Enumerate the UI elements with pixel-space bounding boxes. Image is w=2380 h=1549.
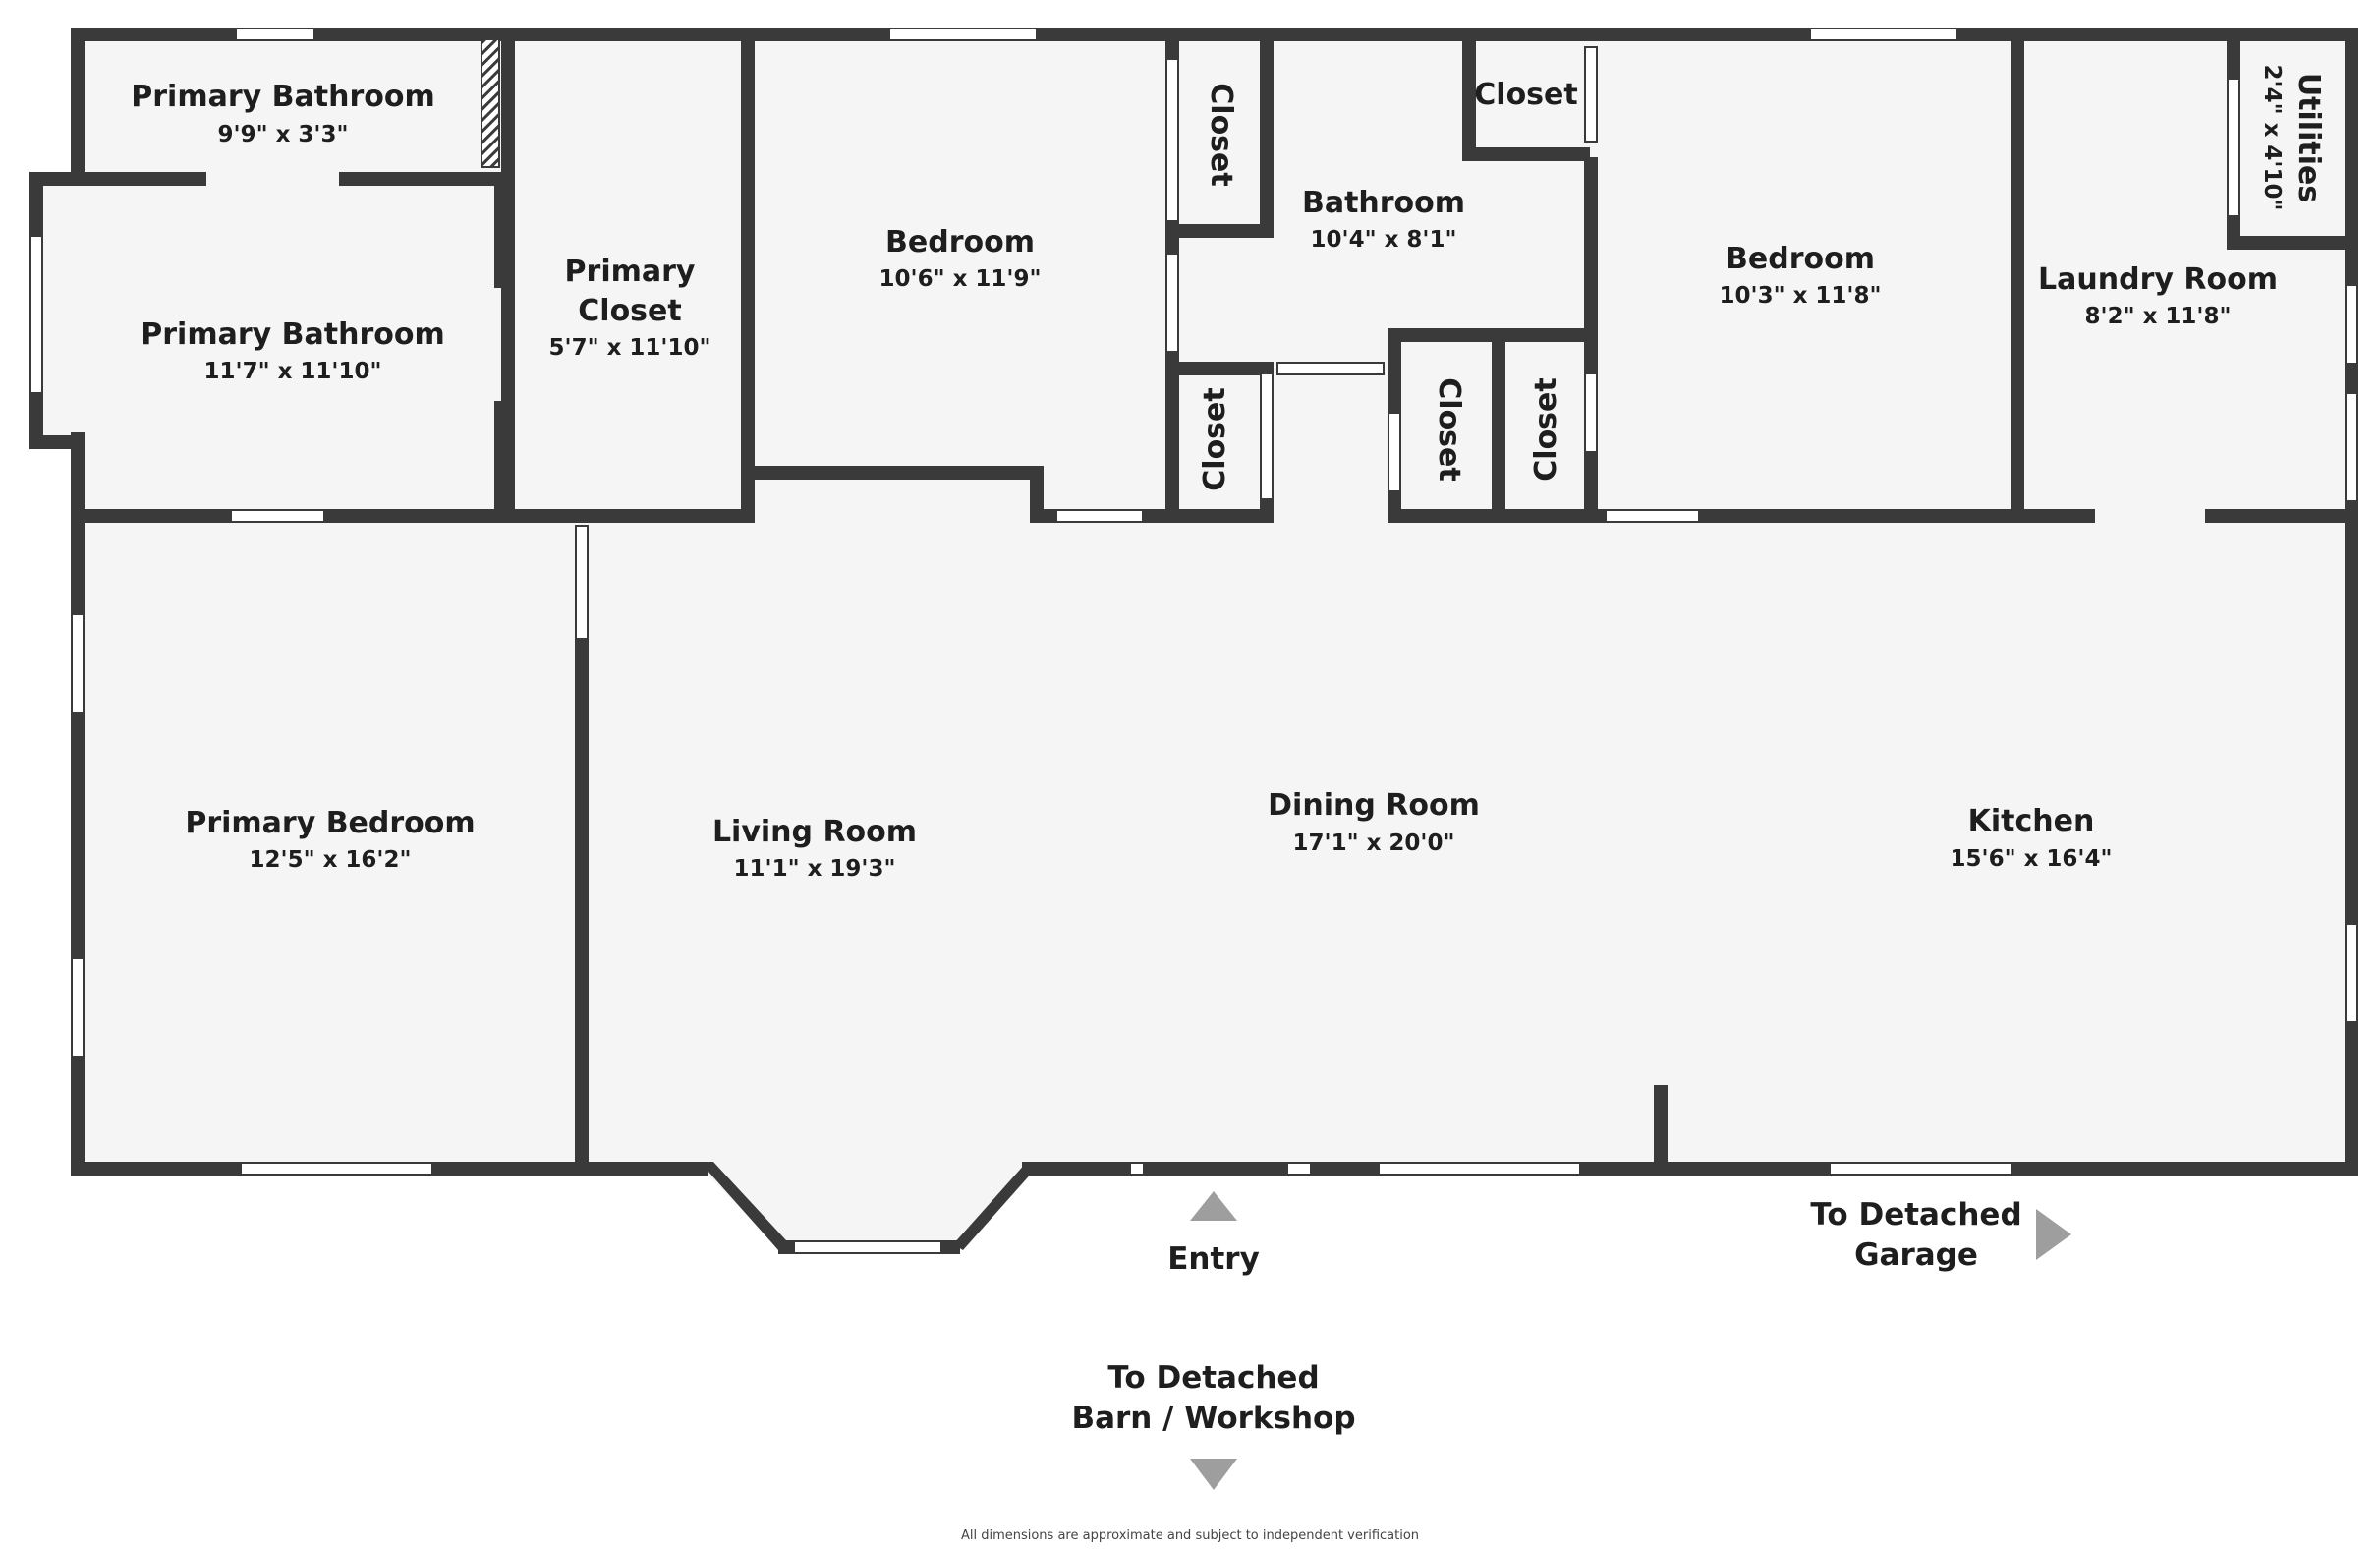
primary-closet-name-1: Primary xyxy=(565,255,696,289)
closet-d-name: Closet xyxy=(1432,377,1466,481)
closet-a-name: Closet xyxy=(1204,83,1238,186)
primary-bath-name: Primary Bathroom xyxy=(141,317,444,352)
utilities-dim: 2'4" x 4'10" xyxy=(2259,65,2285,211)
primary-bath-dim: 11'7" x 11'10" xyxy=(204,359,382,384)
windows xyxy=(29,28,2358,1254)
garage-label-2: Garage xyxy=(1854,1237,1978,1273)
bathroom-name: Bathroom xyxy=(1302,186,1465,220)
kitchen-dim: 15'6" x 16'4" xyxy=(1951,846,2113,872)
primary-bedroom-name: Primary Bedroom xyxy=(185,806,475,840)
floor-fills xyxy=(30,31,2353,1248)
primary-closet-dim: 5'7" x 11'10" xyxy=(549,335,711,361)
primary-bath-small-dim: 9'9" x 3'3" xyxy=(218,122,349,147)
closet-e-name: Closet xyxy=(1529,377,1563,481)
disclaimer: All dimensions are approximate and subje… xyxy=(961,1528,1419,1543)
barn-label-2: Barn / Workshop xyxy=(1071,1401,1355,1436)
kitchen-name: Kitchen xyxy=(1968,804,2095,838)
dining-room-dim: 17'1" x 20'0" xyxy=(1293,831,1455,856)
room-labels: Primary Bathroom 9'9" x 3'3" Primary Bat… xyxy=(131,65,2326,882)
living-room-dim: 11'1" x 19'3" xyxy=(734,856,896,882)
bathroom-dim: 10'4" x 8'1" xyxy=(1311,227,1457,253)
bedroom-2-name: Bedroom xyxy=(1726,242,1875,276)
barn-label-1: To Detached xyxy=(1107,1360,1319,1396)
arrow-down-icon xyxy=(1190,1459,1237,1490)
closet-c-name: Closet xyxy=(1198,387,1232,490)
primary-closet-name-2: Closet xyxy=(578,294,681,328)
laundry-name: Laundry Room xyxy=(2038,262,2278,297)
chase-hatch xyxy=(481,38,500,168)
primary-bath-small-name: Primary Bathroom xyxy=(131,80,434,114)
living-room-name: Living Room xyxy=(712,815,917,849)
primary-bedroom-dim: 12'5" x 16'2" xyxy=(250,847,412,873)
bedroom-2-dim: 10'3" x 11'8" xyxy=(1720,283,1882,309)
entry-label: Entry xyxy=(1167,1241,1260,1277)
closet-b-name: Closet xyxy=(1474,78,1577,112)
utilities-name: Utilities xyxy=(2292,73,2326,202)
bedroom-1-name: Bedroom xyxy=(885,225,1035,259)
dining-room-name: Dining Room xyxy=(1268,788,1480,823)
arrow-right-icon xyxy=(2036,1209,2071,1260)
external-labels: Entry To Detached Garage To Detached Bar… xyxy=(961,1191,2071,1543)
laundry-dim: 8'2" x 11'8" xyxy=(2085,304,2232,329)
arrow-up-icon xyxy=(1190,1191,1237,1221)
garage-label-1: To Detached xyxy=(1810,1197,2021,1233)
bedroom-1-dim: 10'6" x 11'9" xyxy=(879,266,1042,292)
